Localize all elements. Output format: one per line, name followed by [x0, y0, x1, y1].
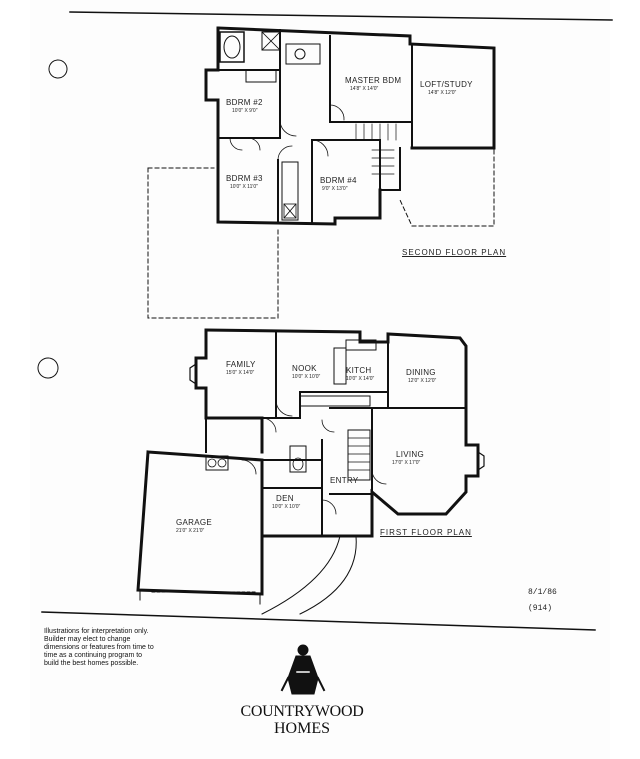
- room-den-dim: 10'0" x 10'0": [272, 504, 301, 510]
- countrywood-logo-figure: [280, 644, 326, 695]
- room-nook: NOOK: [292, 364, 317, 373]
- binder-hole-middle: [37, 357, 59, 379]
- room-bdrm-3: BDRM #3: [226, 174, 263, 183]
- room-den: DEN: [276, 494, 294, 503]
- plan-date: 8/1/86: [528, 588, 557, 597]
- room-nook-dim: 10'0" x 10'0": [292, 374, 321, 380]
- room-bdrm-3-dim: 10'0" x 11'0": [230, 184, 258, 190]
- disclaimer-line: dimensions or features from time to: [44, 644, 154, 651]
- room-garage-dim: 21'0" x 21'0": [176, 528, 205, 534]
- disclaimer-line: build the best homes possible.: [44, 660, 139, 667]
- second-floor-plan-title: SECOND FLOOR PLAN: [402, 248, 507, 257]
- room-bdrm-2: BDRM #2: [226, 98, 263, 107]
- first-floor-plan: [136, 328, 485, 615]
- room-dining: DINING: [406, 368, 436, 377]
- brand-subname: HOMES: [273, 720, 330, 737]
- room-garage: GARAGE: [176, 518, 213, 527]
- disclaimer-line: Builder may elect to change: [44, 636, 131, 643]
- room-loft-study: LOFT/STUDY: [420, 80, 473, 89]
- room-family-dim: 15'0" x 14'0": [226, 370, 255, 376]
- floor-plan-sheet: [30, 0, 610, 759]
- room-family: FAMILY: [226, 360, 256, 369]
- first-floor-plan-title: FIRST FLOOR PLAN: [380, 528, 472, 537]
- room-bdrm-4: BDRM #4: [320, 176, 357, 185]
- disclaimer-text: Illustrations for interpretation only. B…: [44, 628, 194, 668]
- disclaimer-line: Illustrations for interpretation only.: [44, 628, 149, 635]
- room-kitchen: KITCH: [346, 366, 372, 375]
- binder-hole-top: [48, 59, 68, 79]
- room-dining-dim: 12'0" x 12'0": [408, 378, 437, 384]
- second-floor-plan: [147, 26, 496, 319]
- sheet-bottom-rule: [41, 611, 596, 631]
- room-loft-study-dim: 14'8" x 12'0": [428, 90, 457, 96]
- room-master-bdrm-dim: 14'8" x 14'0": [350, 86, 379, 92]
- brand-name: COUNTRYWOOD: [240, 703, 364, 720]
- room-master-bdrm: MASTER BDM: [345, 76, 402, 85]
- plan-number: (914): [528, 604, 553, 613]
- sheet-top-rule: [69, 11, 613, 21]
- room-bdrm-2-dim: 10'0" x 9'0": [232, 108, 258, 114]
- room-bdrm-4-dim: 9'0" x 13'0": [322, 186, 348, 192]
- room-living: LIVING: [396, 450, 425, 459]
- disclaimer-line: time as a continuing program to: [44, 652, 143, 659]
- room-kitchen-dim: 10'0" x 14'0": [346, 376, 375, 382]
- room-entry: ENTRY: [330, 476, 359, 485]
- room-living-dim: 17'0" x 17'0": [392, 460, 421, 466]
